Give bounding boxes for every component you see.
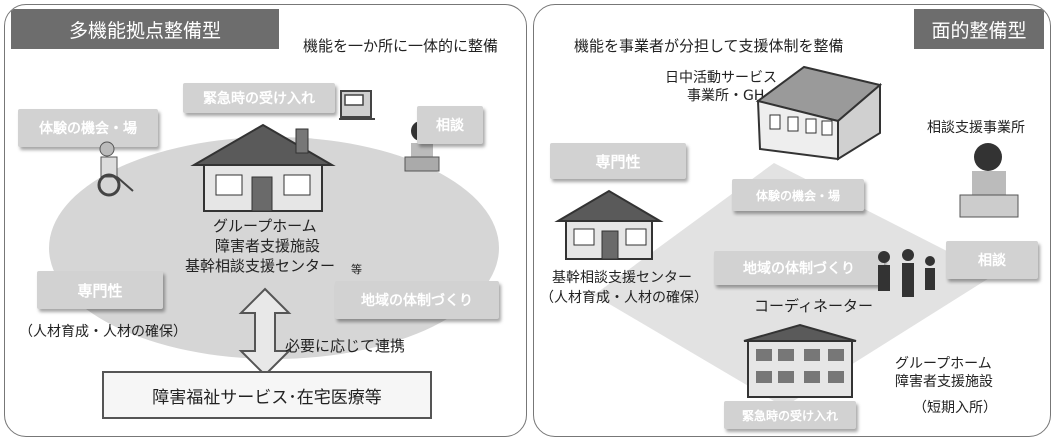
right-label-expertise: 専門性	[550, 143, 686, 179]
coordinator-people-icon	[878, 249, 935, 297]
left-bottom-box: 障害福祉サービス･在宅医療等	[102, 371, 432, 419]
bed-icon	[339, 90, 375, 120]
left-panel: 多機能拠点整備型 機能を一か所に一体的に整備 緊急時の受け入れ 体験の機会・場 …	[4, 4, 527, 437]
consult-office-person-icon	[959, 143, 1019, 218]
left-hr-note: （人材育成・人材の確保）	[19, 324, 187, 340]
right-gh-line-2: 障害者支援施設	[895, 374, 993, 390]
right-center-line-1: 基幹相談支援センター	[552, 270, 692, 286]
right-consult-office: 相談支援事業所	[927, 120, 1025, 136]
left-center-line-1: グループホーム	[213, 217, 317, 235]
left-center-line-2: 障害者支援施設	[215, 237, 321, 255]
double-arrow-icon	[238, 287, 292, 377]
right-panel-title: 面的整備型	[914, 9, 1044, 49]
right-gh-line-3: （短期入所）	[913, 400, 997, 416]
left-center-line-3: 基幹相談支援センター	[185, 257, 336, 275]
left-label-expertise: 専門性	[37, 271, 163, 309]
right-label-experience: 体験の機会・場	[732, 179, 864, 211]
left-etc-text: 等	[351, 263, 362, 276]
consultant-person-icon	[404, 121, 440, 172]
left-bottom-box-text: 障害福祉サービス･在宅医療等	[152, 387, 382, 408]
left-link-note: 必要に応じて連携	[285, 337, 406, 355]
left-label-experience: 体験の機会・場	[18, 109, 158, 147]
left-label-emergency: 緊急時の受け入れ	[183, 83, 335, 113]
wheelchair-person-icon	[97, 141, 134, 197]
right-diamond-shape	[594, 163, 994, 407]
left-label-consult: 相談	[417, 106, 483, 144]
right-panel: 面的整備型 機能を事業者が分担して支援体制を整備 日中活動サービス 事業所・GH…	[533, 4, 1051, 437]
right-label-community: 地域の体制づくり	[714, 251, 884, 285]
group-home-building-icon	[743, 323, 857, 398]
day-service-building-icon	[755, 65, 883, 161]
right-center-line-2: （人材育成・人材の確保）	[540, 290, 708, 306]
group-home-house-icon	[190, 123, 336, 212]
right-gh-line-1: グループホーム	[895, 356, 992, 372]
right-panel-subtitle: 機能を事業者が分担して支援体制を整備	[574, 37, 844, 55]
right-coordinator: コーディネーター	[754, 297, 873, 315]
left-panel-title: 多機能拠点整備型	[11, 9, 279, 49]
core-center-house-icon	[554, 189, 664, 260]
right-day-service-line-1: 日中活動サービス	[665, 70, 777, 86]
right-label-emergency: 緊急時の受け入れ	[724, 401, 856, 429]
left-label-community: 地域の体制づくり	[335, 281, 499, 319]
right-label-consult: 相談	[946, 241, 1038, 279]
left-panel-subtitle: 機能を一か所に一体的に整備	[303, 37, 499, 55]
right-day-service-line-2: 事業所・GH	[687, 88, 765, 104]
